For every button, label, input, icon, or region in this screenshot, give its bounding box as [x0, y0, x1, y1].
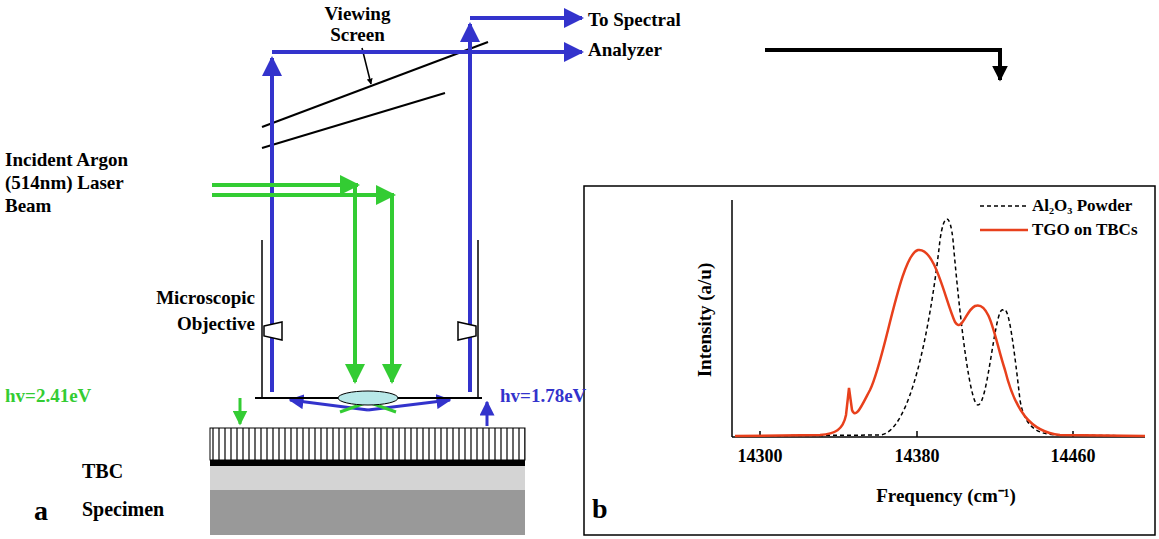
substrate	[210, 490, 525, 535]
tick-label: 14460	[1051, 445, 1096, 467]
emission-beam	[272, 18, 582, 426]
legend-sample	[980, 205, 1028, 207]
powder-spectrum	[735, 219, 1145, 436]
flow-arrow	[765, 50, 1000, 80]
screen-label: Viewing Screen	[300, 3, 415, 45]
bond-coat	[210, 466, 525, 490]
ceramic-topcoat	[210, 428, 525, 460]
photon-energy: hv=1.78eV	[500, 384, 586, 407]
tick-label: 14380	[895, 445, 940, 467]
specimen-label: TBC Specimen	[82, 452, 192, 528]
axis-title: Frequency (cm⁻¹)	[876, 484, 1016, 507]
chart-frame	[584, 186, 1155, 535]
objective-label: Microscopic Objective	[110, 285, 255, 337]
legend-text: Al₂O₃ Powder	[1032, 195, 1132, 217]
analyzer-label: To Spectral Analyzer	[588, 5, 738, 65]
photon-energy: hv=2.41eV	[5, 384, 91, 407]
chart-axes	[732, 200, 1145, 437]
laser-label: Incident Argon (514nm) Laser Beam	[5, 148, 155, 217]
objective-lens	[338, 391, 398, 405]
tick-label: 14300	[738, 445, 783, 467]
axis-title: Intensity (a/u)	[693, 263, 716, 378]
legend-sample	[980, 229, 1028, 232]
panel-letter: b	[592, 492, 608, 526]
tgo-spectrum	[735, 250, 1145, 436]
tgo-layer	[210, 460, 525, 466]
microscope-objective	[255, 240, 482, 398]
legend-text: TGO on TBCs	[1032, 219, 1138, 241]
beam-splitter	[262, 93, 445, 148]
panel-letter: a	[34, 494, 48, 528]
